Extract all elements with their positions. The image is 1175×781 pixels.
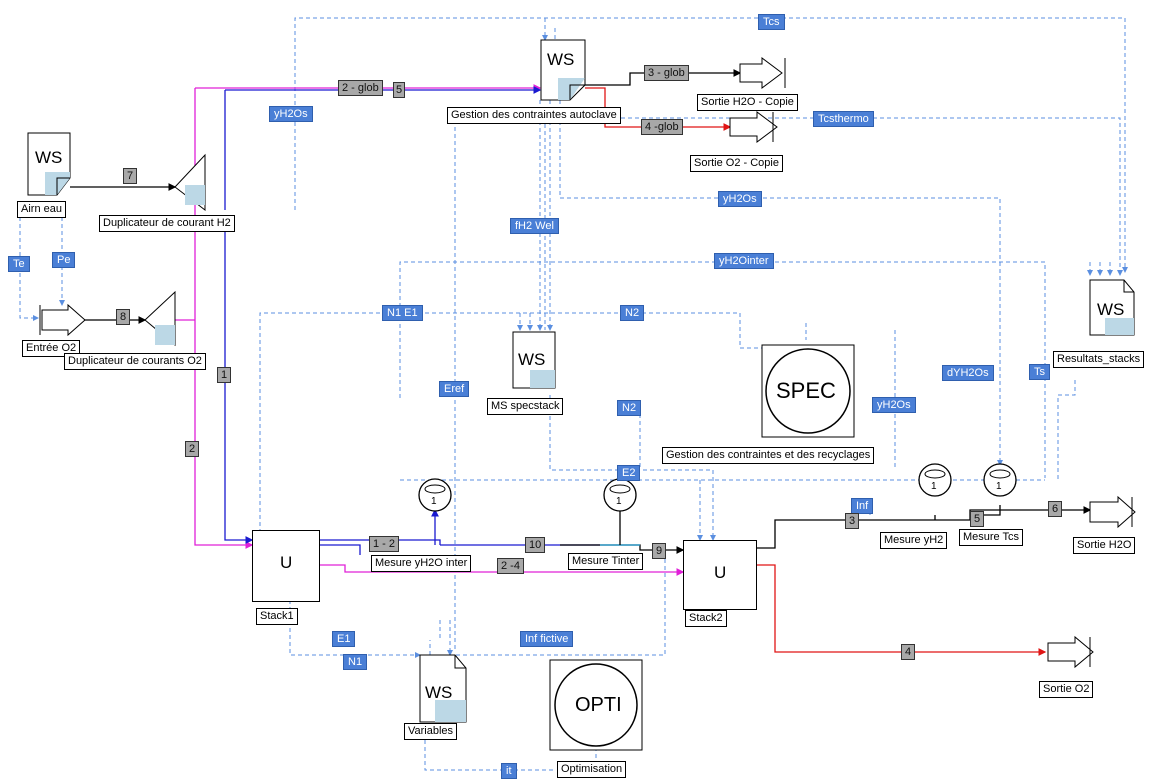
sensor-tcs-icon: [983, 463, 1017, 497]
tag-fh2-wel[interactable]: fH2 Wel: [510, 218, 559, 234]
num-7[interactable]: 7: [123, 168, 138, 184]
label-gestion-recyclages: Gestion des contraintes et des recyclage…: [662, 447, 875, 464]
num-9[interactable]: 9: [652, 543, 667, 559]
opti-block[interactable]: [549, 659, 643, 751]
sensor-yh2o-label: 1: [931, 481, 937, 492]
num-1-2[interactable]: 1 - 2: [369, 536, 400, 552]
tag-pe[interactable]: Pe: [52, 252, 76, 268]
label-mesure-tinter: Mesure Tinter: [568, 553, 644, 570]
sortie-h2o-copie-icon[interactable]: [739, 57, 786, 89]
ws-gestion-icon[interactable]: [540, 39, 586, 101]
num-2[interactable]: 2: [185, 441, 200, 457]
ws-airn-icon[interactable]: [27, 132, 71, 196]
ws-ms-icon[interactable]: [512, 331, 556, 389]
ws-variables-text: WS: [425, 683, 453, 702]
label-sortie-h2o-copie: Sortie H2O - Copie: [697, 94, 798, 111]
label-mesure-yh2o-inter: Mesure yH2O inter: [371, 555, 472, 572]
tag-inf-fictive[interactable]: Inf fictive: [520, 631, 574, 647]
tag-e2[interactable]: E2: [617, 465, 641, 481]
sensor-tcs-label: 1: [996, 481, 1002, 492]
num-3[interactable]: 3: [845, 513, 860, 529]
tag-yh2ointer[interactable]: yH2Ointer: [714, 253, 774, 269]
tag-n2-top[interactable]: N2: [620, 305, 645, 321]
stack1-text: U: [280, 553, 293, 572]
tag-n1-e1[interactable]: N1 E1: [382, 305, 423, 321]
num-6[interactable]: 6: [1048, 501, 1063, 517]
spec-text: SPEC: [776, 378, 836, 403]
label-duplicateur-o2: Duplicateur de courants O2: [64, 353, 206, 370]
num-5[interactable]: 5: [970, 511, 985, 527]
duplicator-o2-icon[interactable]: [144, 290, 176, 347]
num-10[interactable]: 10: [525, 537, 546, 553]
sensor-yh2o-inter-label: 1: [431, 496, 437, 507]
opti-text: OPTI: [575, 694, 622, 716]
num-4[interactable]: 4: [901, 644, 916, 660]
num-4-glob[interactable]: 4 -glob: [641, 119, 683, 135]
label-duplicateur-h2: Duplicateur de courant H2: [99, 215, 235, 232]
tag-e1[interactable]: E1: [332, 631, 356, 647]
sortie-h2o-icon[interactable]: [1089, 495, 1136, 529]
label-sortie-h2o: Sortie H2O: [1073, 537, 1136, 554]
tag-inf[interactable]: Inf: [851, 498, 874, 514]
label-ms-specstack: MS specstack: [487, 398, 564, 415]
stack2-text: U: [714, 563, 727, 582]
stack2-block[interactable]: U: [683, 540, 757, 610]
label-stack2: Stack2: [685, 610, 727, 627]
tag-yh2os-spec[interactable]: yH2Os: [872, 397, 916, 413]
tag-tcs[interactable]: Tcs: [758, 14, 785, 30]
tag-tcsthermo[interactable]: Tcsthermo: [813, 111, 874, 127]
ws-resultats-icon[interactable]: [1089, 279, 1135, 336]
duplicator-h2-icon[interactable]: [174, 153, 206, 212]
num-8[interactable]: 8: [116, 309, 131, 325]
num-1[interactable]: 1: [217, 367, 232, 383]
tag-n1[interactable]: N1: [343, 654, 368, 670]
tag-dyh2os[interactable]: dYH2Os: [942, 365, 994, 381]
label-entree-o2: Entrée O2: [22, 340, 81, 357]
ws-gestion-text: WS: [547, 50, 575, 69]
label-mesure-yh2o: Mesure yH2: [880, 532, 948, 549]
tag-yh2os-mid[interactable]: yH2Os: [718, 191, 762, 207]
label-airn-eau: Airn eau: [17, 201, 66, 218]
label-stack1: Stack1: [256, 608, 298, 625]
sensor-yh2o-inter-icon: [418, 478, 452, 512]
sortie-o2-icon[interactable]: [1047, 635, 1094, 669]
tag-yh2os-top[interactable]: yH2Os: [269, 106, 313, 122]
ws-airn-text: WS: [35, 148, 63, 167]
stack1-block[interactable]: U: [252, 530, 320, 602]
signal-lines: [19, 17, 1128, 771]
sensor-yh2o-icon: [918, 463, 952, 497]
entree-o2-icon[interactable]: [39, 303, 86, 337]
ws-variables-icon[interactable]: [419, 654, 467, 723]
tag-n2-mid[interactable]: N2: [617, 400, 642, 416]
num-2-glob[interactable]: 2 - glob: [338, 80, 383, 96]
label-mesure-tcs: Mesure Tcs: [959, 529, 1024, 546]
num-2-glob-suffix: 5: [393, 82, 406, 98]
tag-te[interactable]: Te: [8, 256, 30, 272]
tag-eref[interactable]: Eref: [439, 381, 470, 397]
sensor-tinter-icon: [603, 478, 637, 512]
label-sortie-o2: Sortie O2: [1039, 681, 1094, 698]
sortie-o2-copie-icon[interactable]: [729, 111, 778, 143]
tag-it[interactable]: it: [501, 763, 517, 779]
label-sortie-o2-copie: Sortie O2 - Copie: [690, 155, 783, 172]
ws-ms-text: WS: [518, 350, 546, 369]
sensor-tinter-label: 1: [616, 496, 622, 507]
label-gestion-autoclave: Gestion des contraintes autoclave: [447, 107, 621, 124]
tag-ts[interactable]: Ts: [1029, 364, 1050, 380]
label-resultats-stacks: Resultats_stacks: [1053, 351, 1145, 368]
num-3-glob[interactable]: 3 - glob: [644, 65, 689, 81]
label-variables: Variables: [404, 723, 458, 740]
label-optimisation: Optimisation: [557, 761, 627, 778]
ws-resultats-text: WS: [1097, 300, 1125, 319]
spec-block[interactable]: [761, 344, 855, 438]
num-2-4[interactable]: 2 -4: [497, 558, 524, 574]
